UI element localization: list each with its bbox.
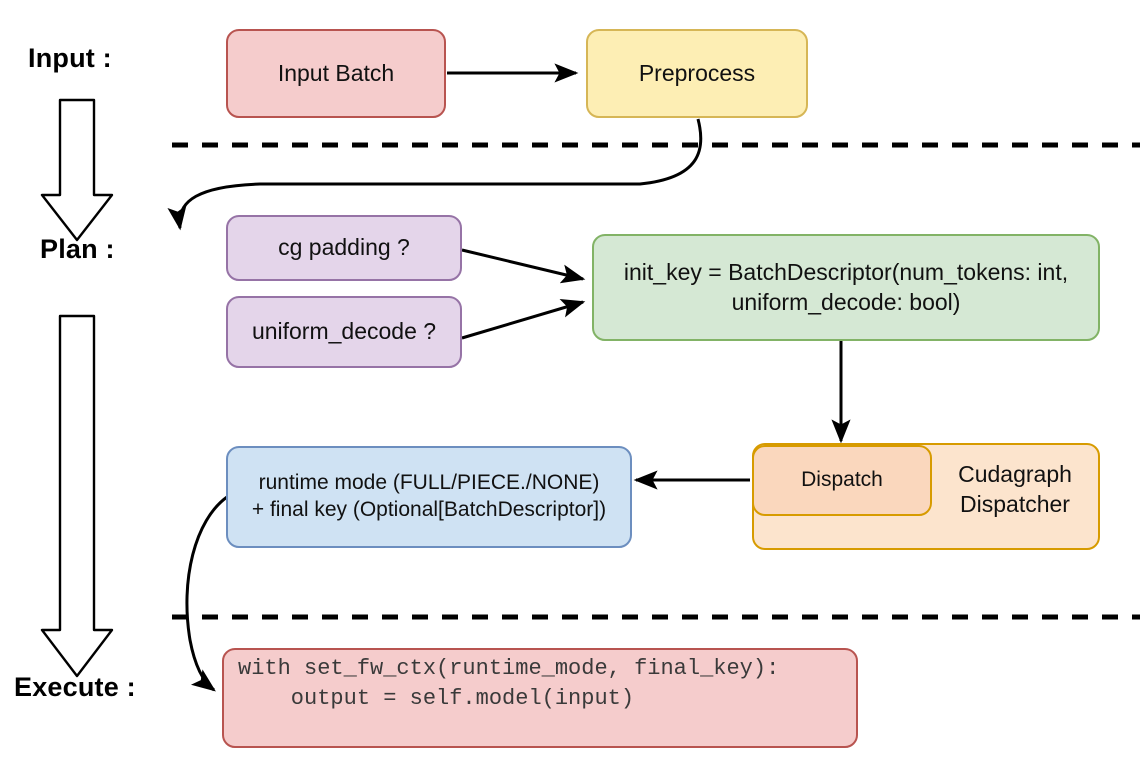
node-uniform-decode-label: uniform_decode ?: [251, 318, 437, 345]
node-init-key[interactable]: init_key = BatchDescriptor(num_tokens: i…: [592, 234, 1100, 341]
node-cudagraph-dispatcher-line1: Cudagraph: [958, 461, 1072, 487]
node-input-batch[interactable]: Input Batch: [226, 29, 446, 118]
node-cudagraph-dispatcher-label: Cudagraph Dispatcher: [935, 460, 1095, 520]
edge-uniformdecode-initkey: [461, 298, 586, 340]
node-preprocess-label: Preprocess: [638, 59, 756, 86]
node-cg-padding[interactable]: cg padding ?: [226, 215, 462, 281]
stage-label-plan: Plan :: [40, 234, 115, 264]
node-dispatch-label: Dispatch: [801, 468, 883, 492]
node-input-batch-label: Input Batch: [277, 59, 395, 86]
node-dispatch[interactable]: Dispatch: [752, 445, 932, 516]
stage-label-input: Input :: [28, 43, 112, 73]
node-runtime-mode-line2: + final key (Optional[BatchDescriptor]): [251, 498, 607, 521]
stage-label-execute: Execute :: [14, 672, 136, 702]
input-to-plan-block-arrow: [40, 98, 114, 242]
edge-preprocess-cgpadding: [167, 118, 703, 231]
node-execute-code-line2: output = self.model(input): [238, 685, 635, 711]
node-preprocess[interactable]: Preprocess: [586, 29, 808, 118]
node-uniform-decode[interactable]: uniform_decode ?: [226, 296, 462, 368]
node-runtime-mode[interactable]: runtime mode (FULL/PIECE./NONE) + final …: [226, 446, 632, 548]
node-init-key-line1: init_key = BatchDescriptor(num_tokens: i…: [623, 259, 1069, 286]
node-init-key-line2: uniform_decode: bool): [731, 288, 961, 315]
node-execute-code[interactable]: with set_fw_ctx(runtime_mode, final_key)…: [222, 648, 858, 748]
node-cudagraph-dispatcher-line2: Dispatcher: [960, 490, 1070, 517]
edge-cgpadding-initkey: [461, 248, 586, 284]
node-execute-code-line1: with set_fw_ctx(runtime_mode, final_key)…: [238, 656, 780, 681]
node-runtime-mode-line1: runtime mode (FULL/PIECE./NONE): [258, 471, 600, 495]
plan-to-execute-block-arrow: [40, 314, 114, 678]
edge-runtimemode-executecode: [185, 495, 228, 692]
node-cg-padding-label: cg padding ?: [278, 234, 410, 261]
